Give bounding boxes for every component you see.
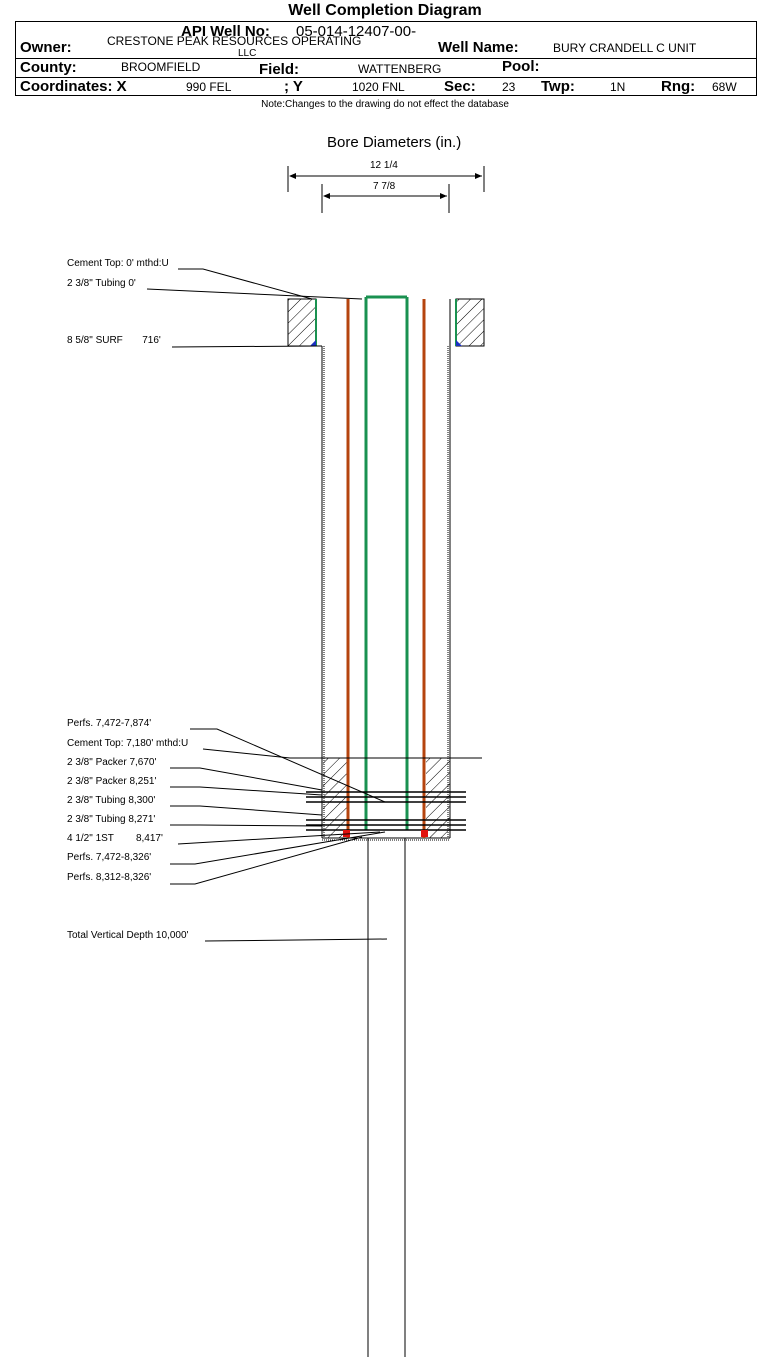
annotation-total-depth: Total Vertical Depth 10,000' bbox=[67, 930, 189, 941]
twp-label: Twp: bbox=[541, 78, 575, 95]
annotation-tubing-1: 2 3/8" Tubing 8,300' bbox=[67, 795, 156, 806]
field-value: WATTENBERG bbox=[358, 62, 442, 76]
field-label: Field: bbox=[259, 61, 299, 78]
annotation-packer-1: 2 3/8" Packer 7,670' bbox=[67, 757, 157, 768]
bore-dimension-lines bbox=[287, 166, 485, 213]
disclaimer-note: Note:Changes to the drawing do not effec… bbox=[261, 99, 509, 110]
api-value: 05-014-12407-00- bbox=[296, 23, 417, 40]
owner-value: CRESTONE PEAK RESOURCES OPERATING bbox=[107, 34, 362, 48]
bore-outer-diameter-label: 12 1/4 bbox=[370, 160, 398, 171]
annotation-tubing-2: 2 3/8" Tubing 8,271' bbox=[67, 814, 156, 825]
annotation-packer-2: 2 3/8" Packer 8,251' bbox=[67, 776, 157, 787]
twp-value: 1N bbox=[610, 80, 626, 94]
county-value: BROOMFIELD bbox=[121, 60, 201, 74]
surface-cement bbox=[287, 298, 485, 347]
coord-x-label: Coordinates: X bbox=[20, 78, 127, 95]
row-divider bbox=[15, 77, 757, 78]
coord-y-value: 1020 FNL bbox=[352, 80, 405, 94]
annotation-production-casing: 4 1/2" 1ST 8,417' bbox=[67, 833, 163, 844]
annotation-perfs-3: Perfs. 8,312-8,326' bbox=[67, 872, 152, 883]
page-title: Well Completion Diagram bbox=[288, 2, 482, 19]
casing-strings bbox=[346, 299, 426, 838]
pool-label: Pool: bbox=[502, 58, 540, 75]
rng-value: 68W bbox=[712, 80, 737, 94]
api-label: API Well No: bbox=[181, 23, 270, 40]
well-name-label: Well Name: bbox=[438, 39, 519, 56]
owner-value-line2: LLC bbox=[238, 48, 257, 59]
tubing-string bbox=[364, 295, 409, 830]
annotation-perfs-2: Perfs. 7,472-8,326' bbox=[67, 852, 152, 863]
annotation-cement-top-surface: Cement Top: 0' mthd:U bbox=[67, 258, 169, 269]
row-divider bbox=[15, 58, 757, 59]
annotation-tubing-top: 2 3/8" Tubing 0' bbox=[67, 278, 136, 289]
annotation-cement-top-production: Cement Top: 7,180' mthd:U bbox=[67, 738, 189, 749]
annotation-surface-casing: 8 5/8" SURF 716' bbox=[67, 335, 161, 346]
open-hole bbox=[367, 838, 406, 1357]
leader-lines bbox=[146, 268, 482, 942]
well-name-value: BURY CRANDELL C UNIT bbox=[553, 41, 697, 55]
annotation-perfs-1: Perfs. 7,472-7,874' bbox=[67, 718, 152, 729]
coord-x-value: 990 FEL bbox=[186, 80, 232, 94]
packers bbox=[306, 791, 466, 831]
production-cement bbox=[323, 758, 450, 838]
owner-label: Owner: bbox=[20, 39, 72, 56]
rng-label: Rng: bbox=[661, 78, 696, 95]
sec-value: 23 bbox=[502, 80, 516, 94]
bore-diameters-title: Bore Diameters (in.) bbox=[327, 134, 462, 151]
bore-inner-diameter-label: 7 7/8 bbox=[373, 181, 396, 192]
sec-label: Sec: bbox=[444, 78, 476, 95]
wellbore bbox=[316, 299, 451, 841]
county-label: County: bbox=[20, 59, 77, 76]
coord-y-label: ; Y bbox=[284, 78, 303, 95]
